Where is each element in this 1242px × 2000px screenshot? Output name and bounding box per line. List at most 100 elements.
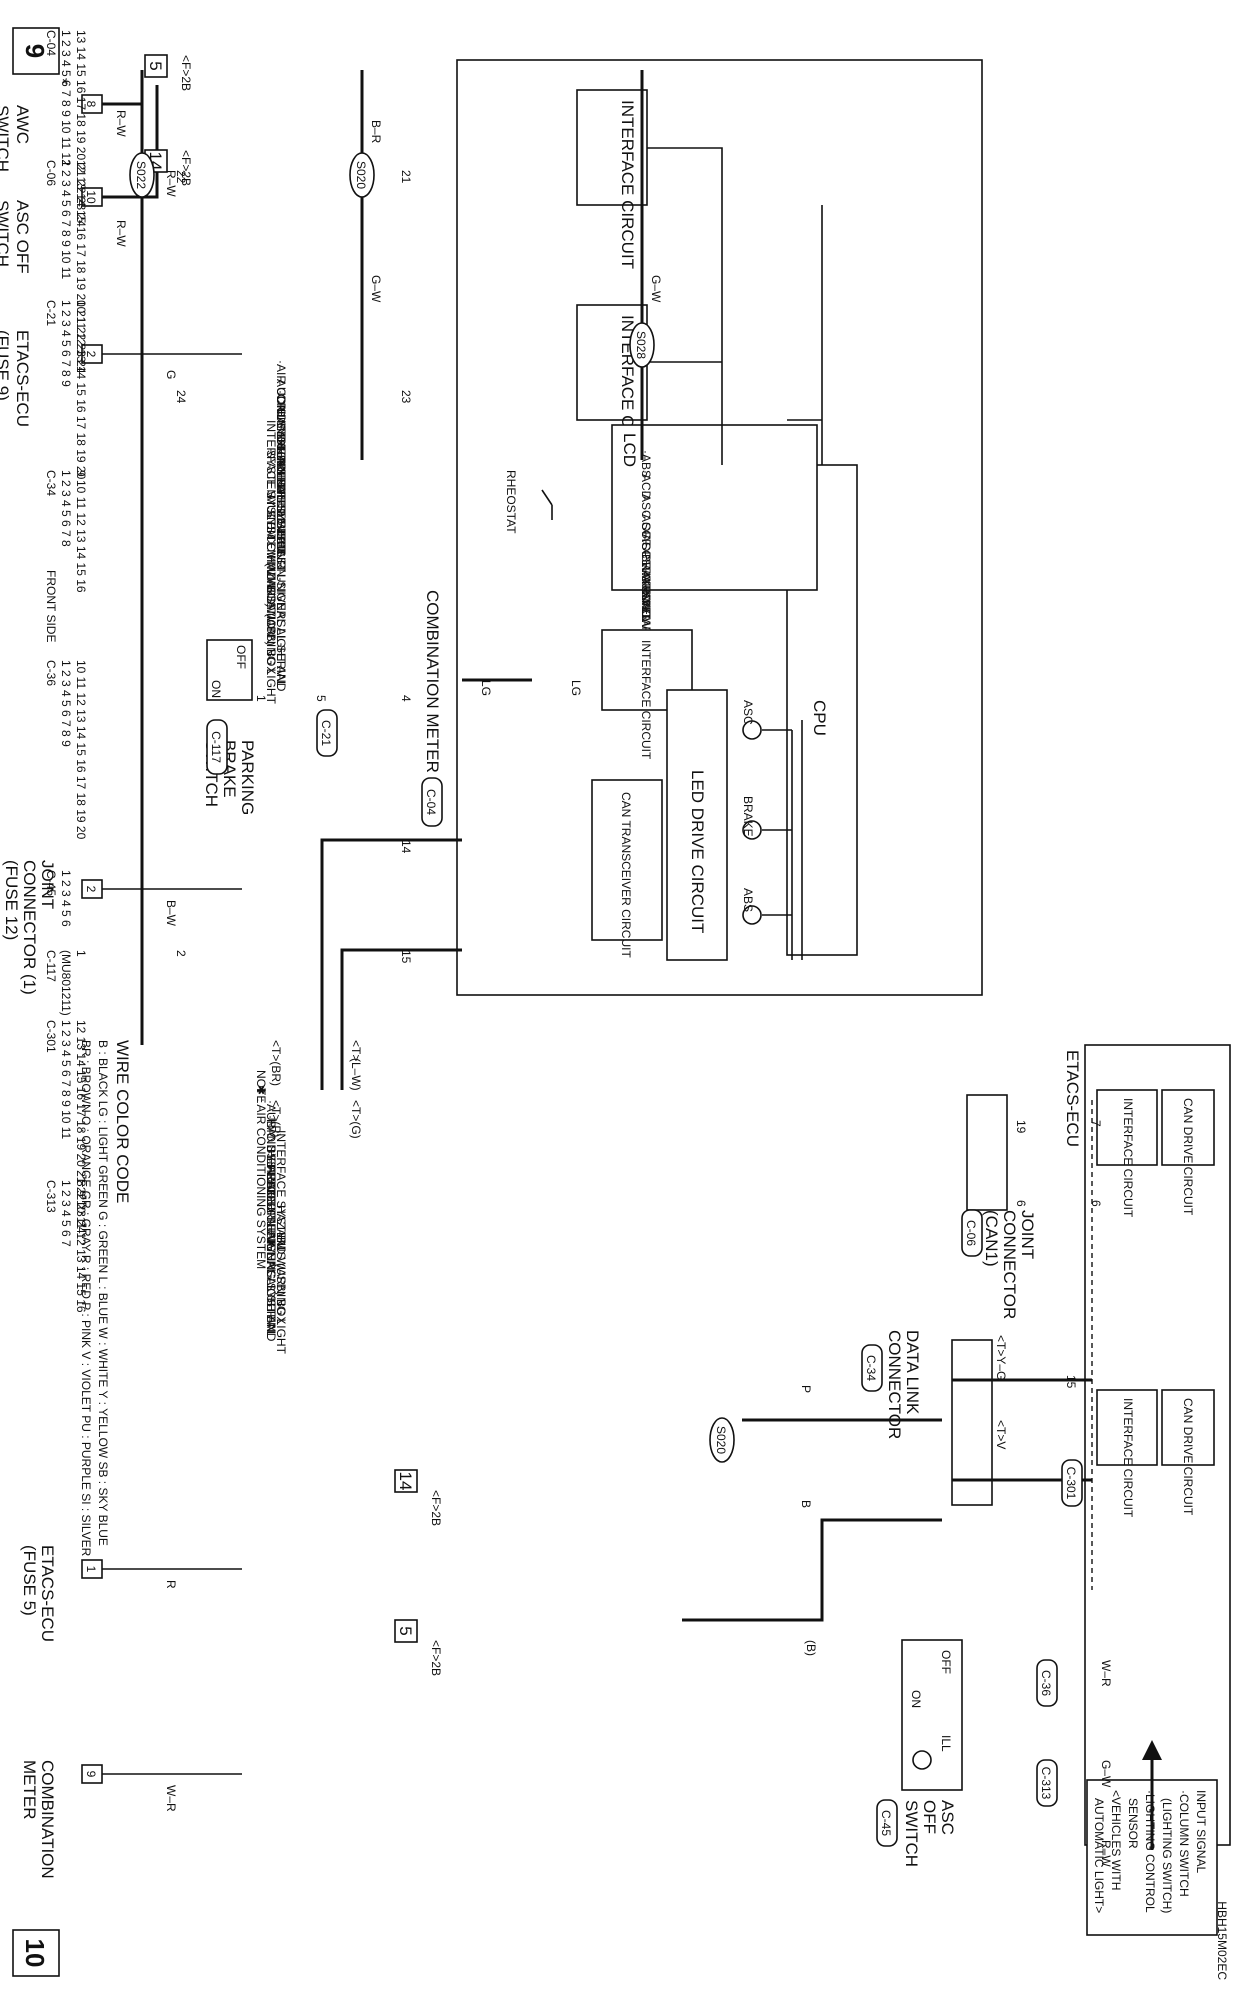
svg-text:15: 15 <box>399 950 413 964</box>
svg-text:INTERFACE CIRCUIT: INTERFACE CIRCUIT <box>618 100 637 269</box>
svg-text:9 10 11 12 13 14 15 16: 9 10 11 12 13 14 15 16 <box>74 470 88 593</box>
svg-text:<F>2B: <F>2B <box>179 150 193 186</box>
etacs-can-drive-1 <box>1161 1089 1215 1166</box>
svg-text:C-21: C-21 <box>319 720 333 746</box>
svg-text:22: 22 <box>174 170 188 184</box>
svg-text:10 11 12 13 14 15 16 17 18 19: 10 11 12 13 14 15 16 17 18 19 20 <box>74 660 88 840</box>
svg-text:1 2 3 4 5 6 7 8 9 10 11: 1 2 3 4 5 6 7 8 9 10 11 <box>59 1020 73 1140</box>
svg-text:<T>(G): <T>(G) <box>349 1100 363 1139</box>
svg-text:C-04: C-04 <box>44 30 58 56</box>
svg-text:CAN TRANSCEIVER CIRCUIT: CAN TRANSCEIVER CIRCUIT <box>619 792 633 958</box>
svg-text:ILL: ILL <box>939 1735 953 1752</box>
svg-text:S020: S020 <box>714 1426 728 1454</box>
etacs-fuse5-terminal: 1 <box>81 1559 103 1579</box>
svg-text:C-06: C-06 <box>964 1220 978 1246</box>
svg-text:2: 2 <box>84 886 98 893</box>
svg-text:B–W: B–W <box>164 900 178 927</box>
svg-text:B : BLACK LG : LIGHT GREEN: B : BLACK LG : LIGHT GREEN G : GREEN L :… <box>96 1040 110 1546</box>
can-bus-wires <box>320 838 462 1090</box>
svg-text:1 2 3 4 5 6 7 8: 1 2 3 4 5 6 7 8 <box>59 470 73 547</box>
svg-text:ON: ON <box>909 1690 923 1708</box>
svg-text:1: 1 <box>74 950 88 957</box>
svg-text:LCD: LCD <box>620 433 639 467</box>
svg-text:BR : BROWN O : ORANGE GR :: BR : BROWN O : ORANGE GR : GRAY R : RED … <box>79 1040 93 1557</box>
joint-connector-can1: JOINT CONNECTOR (CAN1) C-06 <box>961 1094 1037 1324</box>
svg-text:C-36: C-36 <box>1039 1670 1053 1696</box>
svg-text:(B): (B) <box>804 1640 818 1656</box>
svg-text:(L–W): (L–W) <box>349 1058 363 1091</box>
rheostat: RHEOSTAT <box>504 470 553 534</box>
svg-text:10: 10 <box>20 1939 50 1968</box>
wire-color-code: WIRE COLOR CODE B : BLACK LG : LIGHT GRE… <box>79 1040 132 1557</box>
svg-text:21: 21 <box>399 170 413 184</box>
asc-off-switch-right: OFF ON ILL ASC OFF SWITCH C-45 <box>876 1639 963 1867</box>
svg-text:P: P <box>799 1385 813 1393</box>
svg-text:G: G <box>164 370 178 379</box>
svg-text:G–W: G–W <box>1099 1760 1113 1788</box>
ground-5-top: 5 <box>144 54 168 78</box>
svg-text:C-21: C-21 <box>44 300 58 326</box>
svg-text:·ABS ·ACD ·ASC: ·ABS ·ACD ·ASC OFF ·ASC OPERATION ·ASC W… <box>639 450 653 620</box>
svg-text:<T>(P): <T>(P) <box>269 1100 283 1137</box>
svg-text:1: 1 <box>84 1566 98 1573</box>
svg-text:15: 15 <box>1064 1375 1078 1389</box>
svg-text:1 2 3 4 5 6: 1 2 3 4 5 6 <box>59 870 73 927</box>
led-brake: BRAKE <box>741 796 762 840</box>
svg-text:WIRE COLOR CODE: WIRE COLOR CODE <box>113 1040 132 1203</box>
svg-text:FRONT SIDE: FRONT SIDE <box>44 570 58 642</box>
svg-text:9: 9 <box>84 1771 98 1778</box>
svg-text:C-04: C-04 <box>424 789 438 815</box>
svg-text:5: 5 <box>314 695 328 702</box>
svg-text:CAN DRIVE CIRCUIT: CAN DRIVE CIRCUIT <box>1181 1098 1195 1216</box>
ground-14-right: 14 <box>394 1469 418 1493</box>
svg-text:COMBINATION METER: COMBINATION METER <box>423 590 442 773</box>
svg-text:24: 24 <box>174 390 188 404</box>
led-asc: ASC <box>741 700 762 740</box>
svg-text:R–W: R–W <box>164 170 178 197</box>
svg-text:DATA LINK CONNECTOR: DATA LINK CONNECTOR <box>885 1330 922 1439</box>
etacs-can-drive-2 <box>1161 1389 1215 1466</box>
svg-text:10: 10 <box>84 190 98 204</box>
svg-text:R–W: R–W <box>114 220 128 247</box>
svg-text:<F>2B: <F>2B <box>429 1640 443 1676</box>
svg-text:(MU801211): (MU801211) <box>59 950 73 1016</box>
svg-text:10 11 12 13 14 15 16 17 18 19: 10 11 12 13 14 15 16 17 18 19 20 <box>74 300 88 480</box>
combination-meter-block: COMBINATION METER C-04 INTERFACE CIRCUIT… <box>421 59 983 996</box>
svg-text:B–R: B–R <box>369 120 383 144</box>
svg-text:G–W: G–W <box>369 275 383 303</box>
svg-text:C-34: C-34 <box>864 1355 878 1381</box>
meter-led-drive-circuit <box>666 689 728 961</box>
svg-text:<T>: <T> <box>349 1040 363 1061</box>
etacs-interface-1 <box>1096 1089 1158 1166</box>
wire-b-r-and-g-w <box>360 70 644 460</box>
svg-text:1 2 3 4 5 6 7 8 9 10 11 12: 1 2 3 4 5 6 7 8 9 10 11 12 <box>59 30 73 166</box>
splice-s020-left: S020 <box>349 152 375 198</box>
svg-text:2: 2 <box>174 950 188 957</box>
svg-text:JOINT CONNECTOR (C: JOINT CONNECTOR (CAN1) <box>982 1210 1037 1324</box>
svg-text:ETACS-ECU: ETACS-ECU <box>1063 1050 1082 1147</box>
svg-text:<F>2B: <F>2B <box>179 55 193 91</box>
svg-text:23: 23 <box>399 390 413 404</box>
svg-text:5: 5 <box>146 61 165 70</box>
splice-s020-right: S020 <box>709 1417 735 1463</box>
svg-text:1: 1 <box>254 695 268 702</box>
conn-c36-tag <box>1036 1659 1058 1707</box>
svg-text:CPU: CPU <box>810 700 829 736</box>
svg-text:R–W: R–W <box>1099 1840 1113 1867</box>
svg-text:C-117: C-117 <box>209 731 223 763</box>
etacs-fuse9-label: ETACS-ECU (FUSE 9) <box>0 330 32 432</box>
svg-text:W–R: W–R <box>1099 1660 1113 1687</box>
svg-text:8: 8 <box>84 101 98 108</box>
svg-text:INTERFACE CIRCUIT: INTERFACE CIRCUIT <box>639 640 653 760</box>
svg-text:1 2 3 4 5 6 7: 1 2 3 4 5 6 7 <box>59 1180 73 1247</box>
comb-meter-r-terminal: 9 <box>81 1764 103 1784</box>
svg-text:6: 6 <box>1089 1200 1103 1207</box>
svg-text:1 2 3 4 5 6 7 8 9: 1 2 3 4 5 6 7 8 9 <box>59 300 73 387</box>
connector-views: C-04 1 2 3 4 5 6 7 8 9 10 11 12 13 14 15… <box>44 30 88 1313</box>
svg-text:C-313: C-313 <box>1039 1767 1053 1800</box>
svg-text:ABS: ABS <box>741 888 755 912</box>
splice-s022: S022 <box>129 152 155 198</box>
svg-text:<T>Y–G: <T>Y–G <box>994 1335 1008 1380</box>
